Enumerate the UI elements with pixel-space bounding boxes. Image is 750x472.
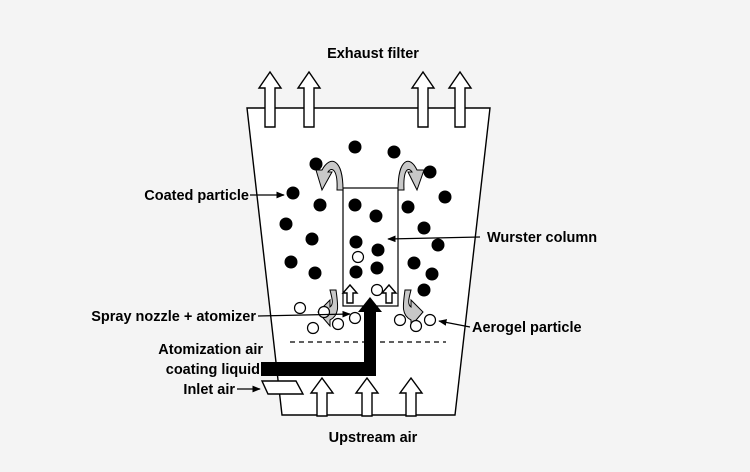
exhaust-arrows [257,70,473,128]
label-wurster-column: Wurster column [487,230,597,246]
inlet-air-duct [260,380,305,395]
vessel-body [246,107,491,416]
label-upstream-air: Upstream air [329,430,418,446]
spray-nozzle-arrows [341,283,398,304]
upstream-air-arrows [309,376,424,417]
label-exhaust-filter: Exhaust filter [327,46,419,62]
label-inlet-air: Inlet air [183,382,235,398]
coated-particles [279,140,452,297]
label-coated-particle: Coated particle [144,188,249,204]
label-aerogel-particle: Aerogel particle [472,320,582,336]
label-atomization-air: Atomization air [158,342,263,358]
label-coating-liquid: coating liquid [166,362,260,378]
pointer-lines [237,191,481,393]
aerogel-particles [293,250,437,335]
label-spray-nozzle: Spray nozzle + atomizer [91,309,256,325]
